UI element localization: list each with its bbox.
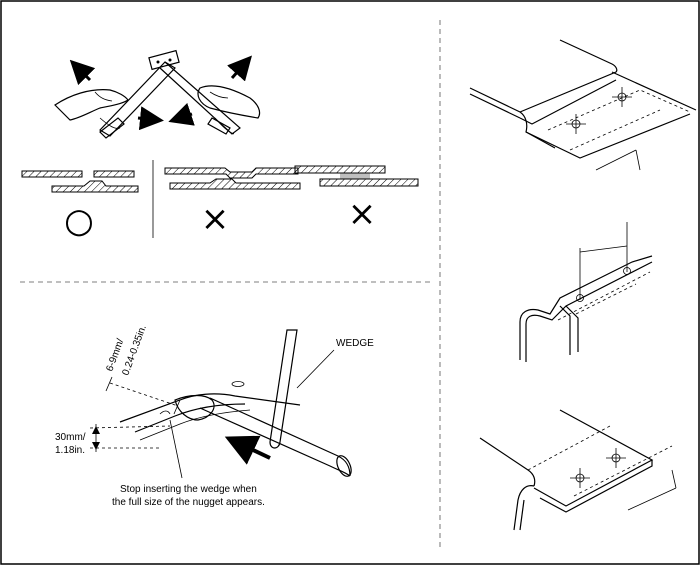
panel-view-top xyxy=(469,39,697,171)
depth-dim-line-top xyxy=(89,425,171,429)
offset-dim-in: 0.24-0.35in. xyxy=(120,324,148,377)
strip-left xyxy=(99,61,176,137)
panel-view-bottom xyxy=(479,409,677,531)
incorrect-symbol-1: × xyxy=(201,199,230,239)
note-line-2: the full size of the nugget appears. xyxy=(112,497,265,508)
arrow-inward-2 xyxy=(168,102,195,126)
cross-section-incorrect-2 xyxy=(294,165,419,187)
wedge-label: WEDGE xyxy=(336,338,374,349)
arrow-up-right xyxy=(227,55,252,82)
wedge-handle xyxy=(269,329,298,449)
incorrect-symbol-2: × xyxy=(348,194,377,234)
correct-symbol: ○ xyxy=(64,201,94,241)
panel-view-middle xyxy=(519,222,653,362)
wedge-body-top xyxy=(199,407,351,477)
cross-section-correct xyxy=(21,170,139,193)
right-hand xyxy=(197,85,261,119)
wedge-inspection-illustration: WEDGE 6-9mm/ 0.24-0.35in. 30mm/ 1.18in. … xyxy=(55,324,374,508)
strip-right xyxy=(159,61,241,135)
pliers-left xyxy=(99,117,125,139)
weld-nugget xyxy=(174,394,215,421)
left-hand xyxy=(54,89,129,121)
offset-dim-line xyxy=(109,382,179,407)
sheet-upper xyxy=(119,393,301,423)
cross-section-incorrect-1 xyxy=(164,167,301,190)
note-line-1: Stop inserting the wedge when xyxy=(120,484,257,495)
spot-mark xyxy=(231,381,245,387)
wedge-leader xyxy=(296,349,335,389)
insert-direction-arrow xyxy=(224,435,271,465)
note-leader xyxy=(169,419,183,479)
arrow-up-left xyxy=(69,59,96,86)
arrow-inward-1 xyxy=(137,106,164,131)
depth-dim-mm: 30mm/ xyxy=(55,432,86,443)
depth-dim-in: 1.18in. xyxy=(55,445,85,456)
weld-tab xyxy=(148,49,180,71)
peel-test-illustration xyxy=(54,49,261,139)
pliers-right xyxy=(207,117,231,135)
